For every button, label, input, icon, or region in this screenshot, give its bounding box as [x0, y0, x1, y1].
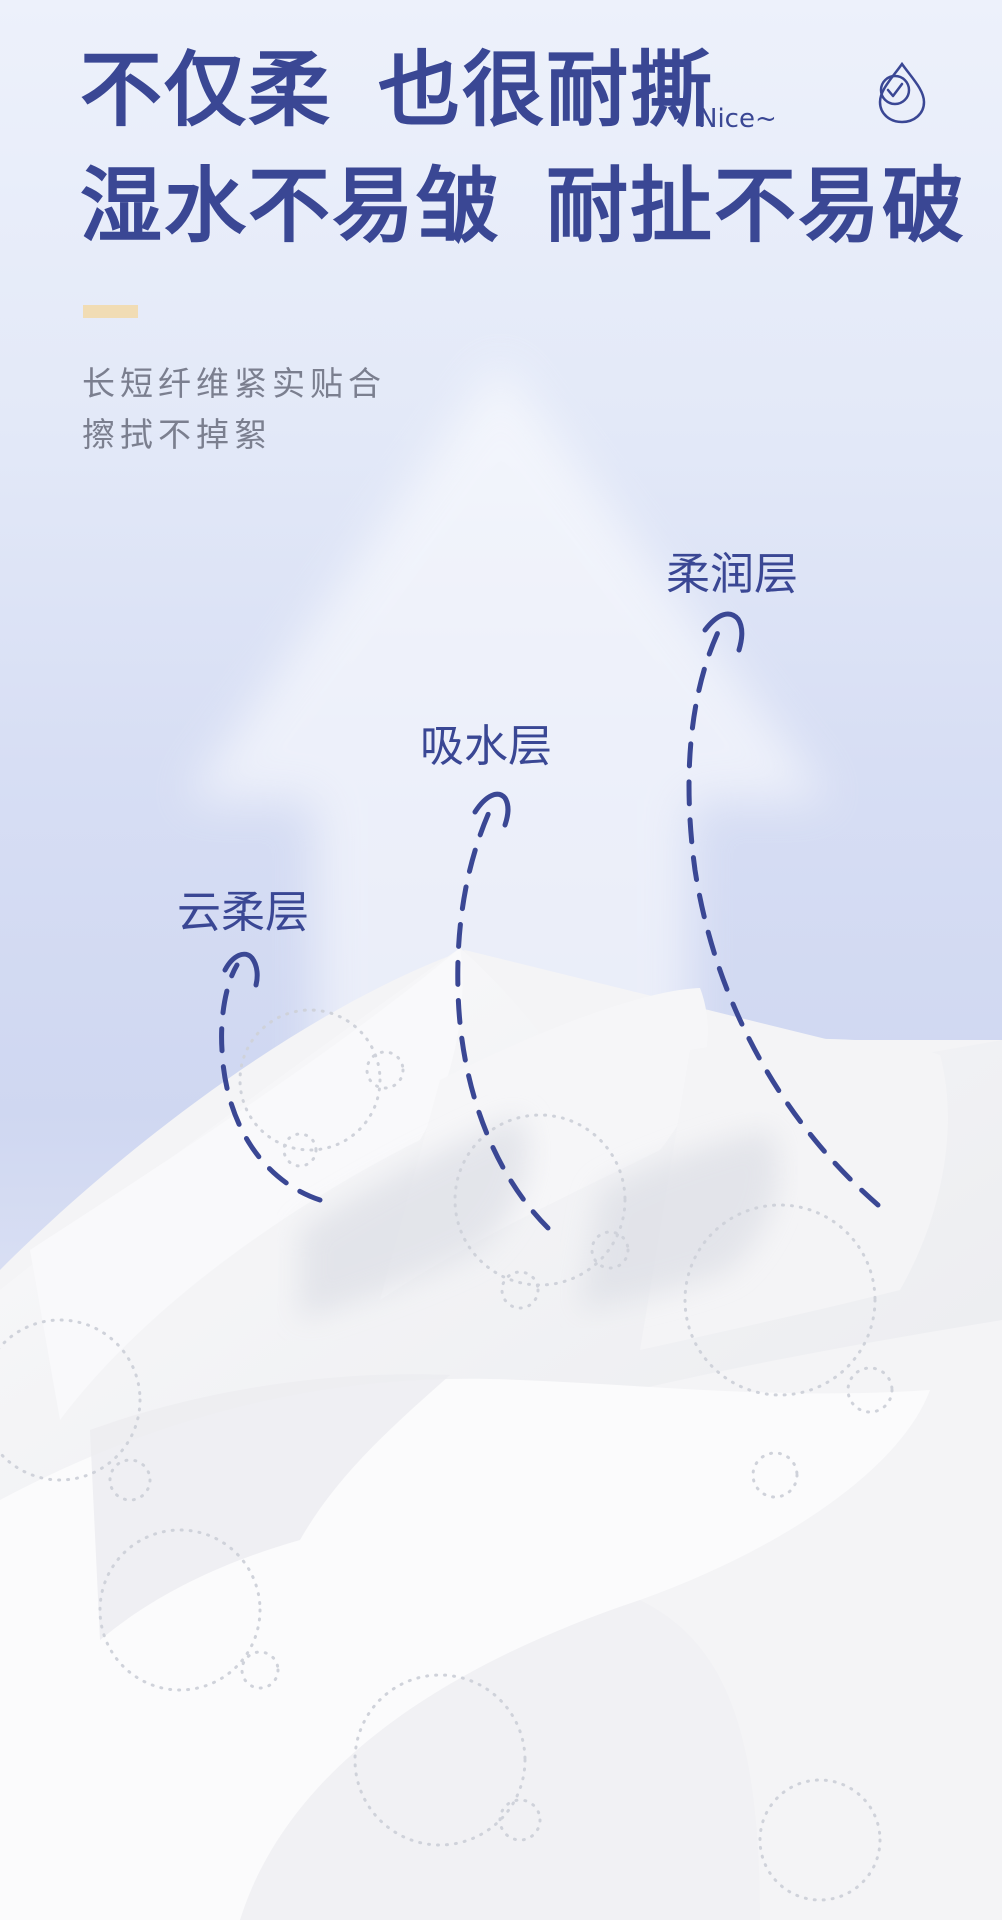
subtext-line-1: 长短纤维紧实贴合 — [82, 364, 386, 403]
accent-bar — [83, 305, 138, 318]
layer-label-bottom: 云柔层 — [177, 887, 309, 938]
middle-layer-arrow — [455, 807, 551, 1231]
layer-label-top: 柔润层 — [666, 549, 798, 600]
headline-line-1: 不仅柔也很耐撕 — [80, 50, 714, 132]
subtext-line-2: 擦拭不掉絮 — [82, 415, 272, 454]
bottom-layer-arrow — [219, 962, 323, 1203]
layer-label-middle: 吸水层 — [420, 721, 552, 772]
headline-line-1-part-2: 也很耐撕 — [378, 43, 715, 138]
water-drop-check-icon — [878, 61, 926, 124]
top-layer-arrowhead — [702, 611, 745, 653]
bottom-layer-arrowhead — [222, 951, 260, 988]
top-layer-arrow — [686, 625, 881, 1208]
headline-line-2-part-2: 耐扯不易破 — [546, 159, 967, 254]
nice-tag: Nice~ — [698, 104, 777, 134]
middle-layer-arrowhead — [472, 791, 511, 828]
headline-line-1-part-1: 不仅柔 — [80, 43, 333, 138]
headline-line-2: 湿水不易皱耐扯不易破 — [80, 166, 966, 248]
headline-line-2-part-1: 湿水不易皱 — [80, 159, 501, 254]
